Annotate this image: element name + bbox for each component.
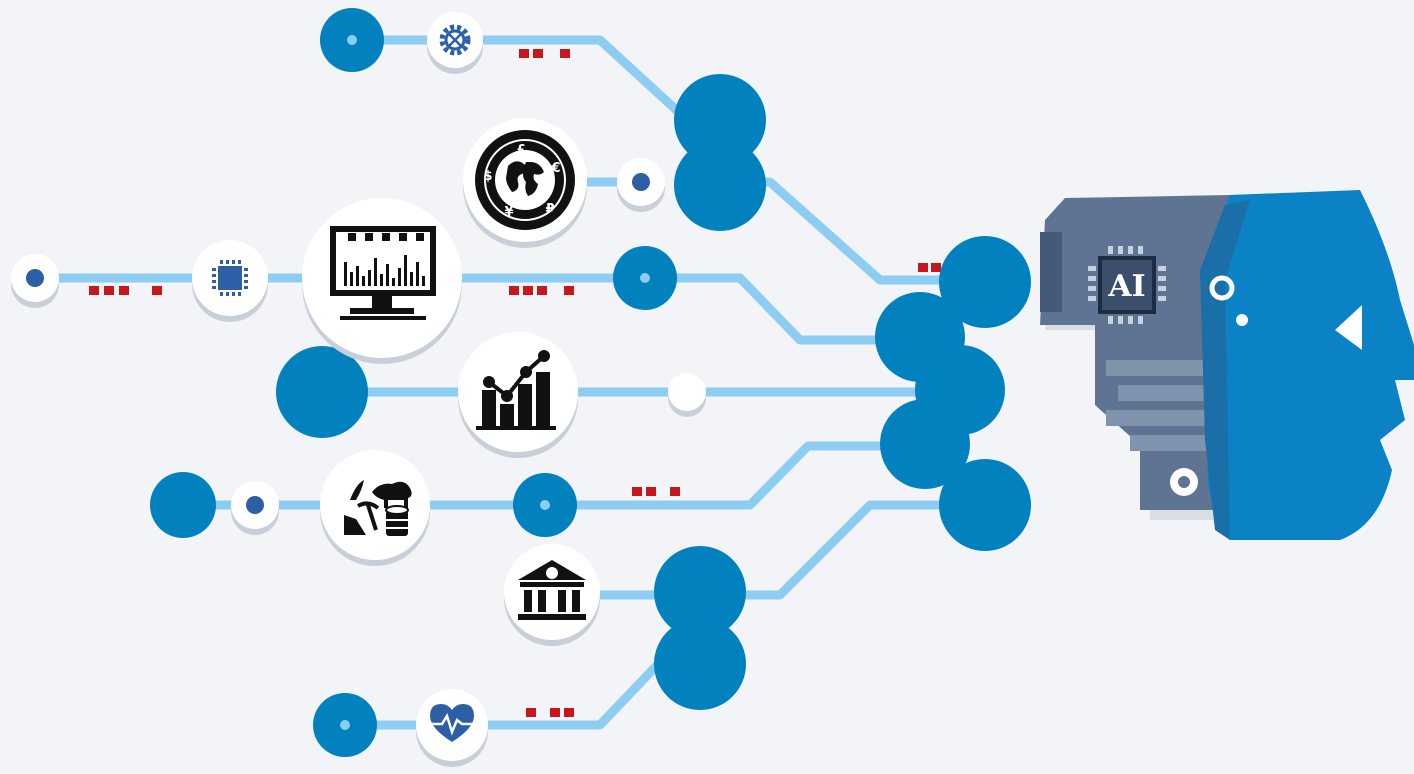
agriculture-mining-oil-icon (320, 450, 430, 560)
analytics-monitor-icon (302, 198, 462, 358)
large-nodes (150, 74, 1031, 710)
gear-icon (427, 12, 483, 68)
dotted-nodes (313, 8, 677, 757)
svg-text:₽: ₽ (545, 202, 554, 217)
line-health (345, 616, 704, 730)
ai-chip: AI (1088, 246, 1166, 324)
bank-icon (504, 544, 600, 640)
svg-text:$: $ (483, 169, 492, 184)
svg-text:€: € (550, 161, 560, 176)
heart-pulse-icon (416, 689, 488, 761)
svg-text:¥: ¥ (504, 205, 513, 220)
globe-currency-icon: £ € $ ¥ ₽ (463, 118, 587, 242)
small-white-nodes (11, 158, 706, 529)
cpu-chip-icon (192, 240, 268, 316)
ai-chip-label: AI (1107, 269, 1145, 304)
line-commodities (182, 441, 920, 510)
growth-chart-icon (458, 332, 578, 452)
line-bank (550, 500, 980, 600)
ai-robot-head: AI (1040, 190, 1414, 540)
svg-text:£: £ (516, 143, 525, 158)
line-chip (40, 273, 920, 345)
dash-markers (89, 49, 941, 717)
